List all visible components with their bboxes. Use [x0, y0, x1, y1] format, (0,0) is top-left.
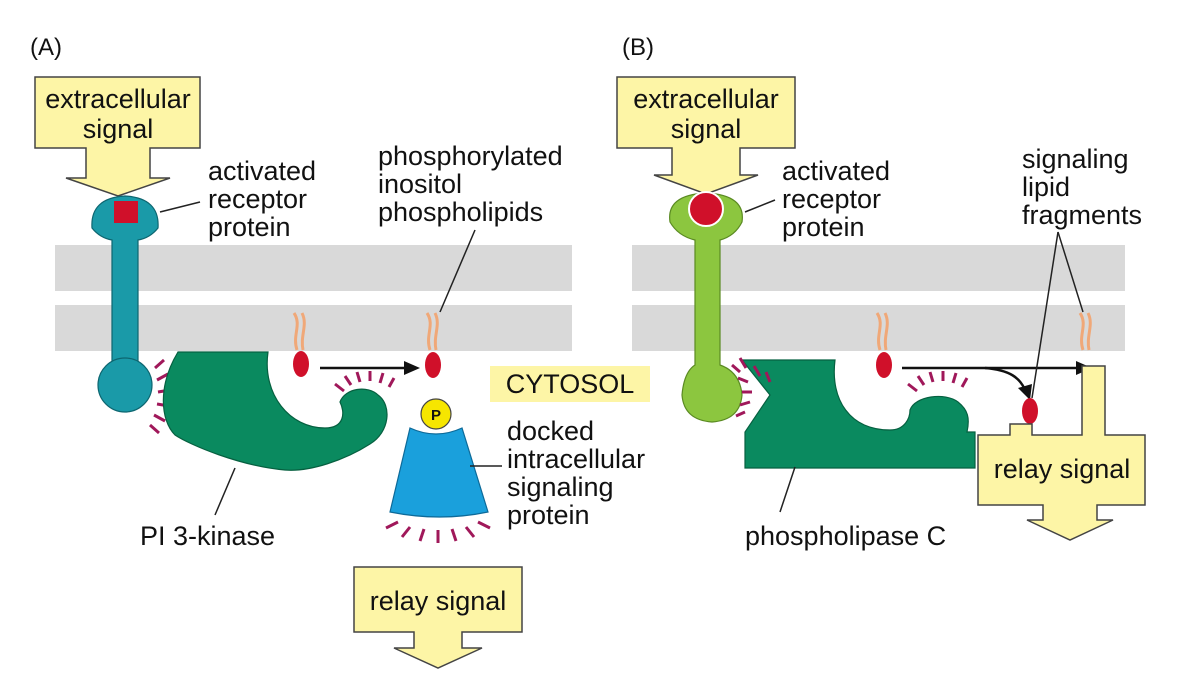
receptor-b-line2: receptor — [782, 184, 881, 214]
signal-a-line2: signal — [83, 114, 154, 144]
receptor-b-line3: protein — [782, 212, 865, 242]
relay-b-label: relay signal — [994, 454, 1131, 484]
fragments-leader-lines — [1031, 231, 1084, 399]
relay-signal-b — [977, 365, 1146, 541]
fragments-line3: fragments — [1022, 200, 1142, 230]
relay-signal-a — [353, 566, 523, 669]
docked-line3: signaling — [507, 472, 614, 502]
receptor-b-line1: activated — [782, 156, 890, 186]
activation-ticks-b1 — [731, 357, 772, 418]
receptor-a-line2: receptor — [208, 184, 307, 214]
activated-receptor-a — [91, 195, 159, 413]
docked-line1: docked — [507, 416, 594, 446]
phosphate-label: P — [431, 407, 441, 424]
phospholipase-c-label: phospholipase C — [745, 521, 946, 551]
pi3-kinase-label: PI 3-kinase — [140, 521, 275, 551]
cytosol-bg — [490, 366, 650, 402]
cleavage-arrows — [902, 361, 1092, 400]
receptor-a-line3: protein — [208, 212, 291, 242]
extracellular-signal-a — [34, 76, 201, 197]
panel-b-label: (B) — [622, 34, 654, 61]
phosphorylated-lipid — [425, 312, 441, 378]
cytosol-label: CYTOSOL — [506, 369, 635, 399]
lipid-fragment-head — [1022, 398, 1038, 424]
signal-b-line2: signal — [671, 114, 742, 144]
activation-ticks-a3 — [385, 520, 491, 543]
phosphorylation-arrow — [320, 361, 420, 375]
signal-b-line1: extracellular — [633, 84, 779, 114]
inositol-lipid-b — [875, 312, 892, 378]
panel-a-label: (A) — [30, 34, 62, 61]
lipids-a-line1: phosphorylated — [378, 141, 563, 171]
docked-line2: intracellular — [507, 444, 645, 474]
inositol-lipid-a — [292, 312, 309, 377]
signal-a-line1: extracellular — [45, 84, 191, 114]
receptor-a-line1: activated — [208, 156, 316, 186]
lipid-fragment-tails — [1078, 312, 1092, 351]
phospholipase-c — [740, 359, 976, 469]
membrane-a — [55, 245, 572, 351]
pi3-kinase — [162, 351, 388, 471]
activation-ticks-a2 — [334, 371, 396, 393]
activation-ticks-b2 — [907, 371, 969, 393]
lipids-a-line2: inositol — [378, 169, 462, 199]
fragments-line1: signaling — [1022, 144, 1129, 174]
fragments-line2: lipid — [1022, 172, 1070, 202]
docked-signaling-protein — [389, 398, 489, 518]
extracellular-signal-b — [616, 76, 796, 195]
lipids-a-line3: phospholipids — [378, 197, 543, 227]
relay-a-label: relay signal — [370, 586, 507, 616]
activated-receptor-b — [669, 191, 743, 423]
docked-line4: protein — [507, 500, 590, 530]
